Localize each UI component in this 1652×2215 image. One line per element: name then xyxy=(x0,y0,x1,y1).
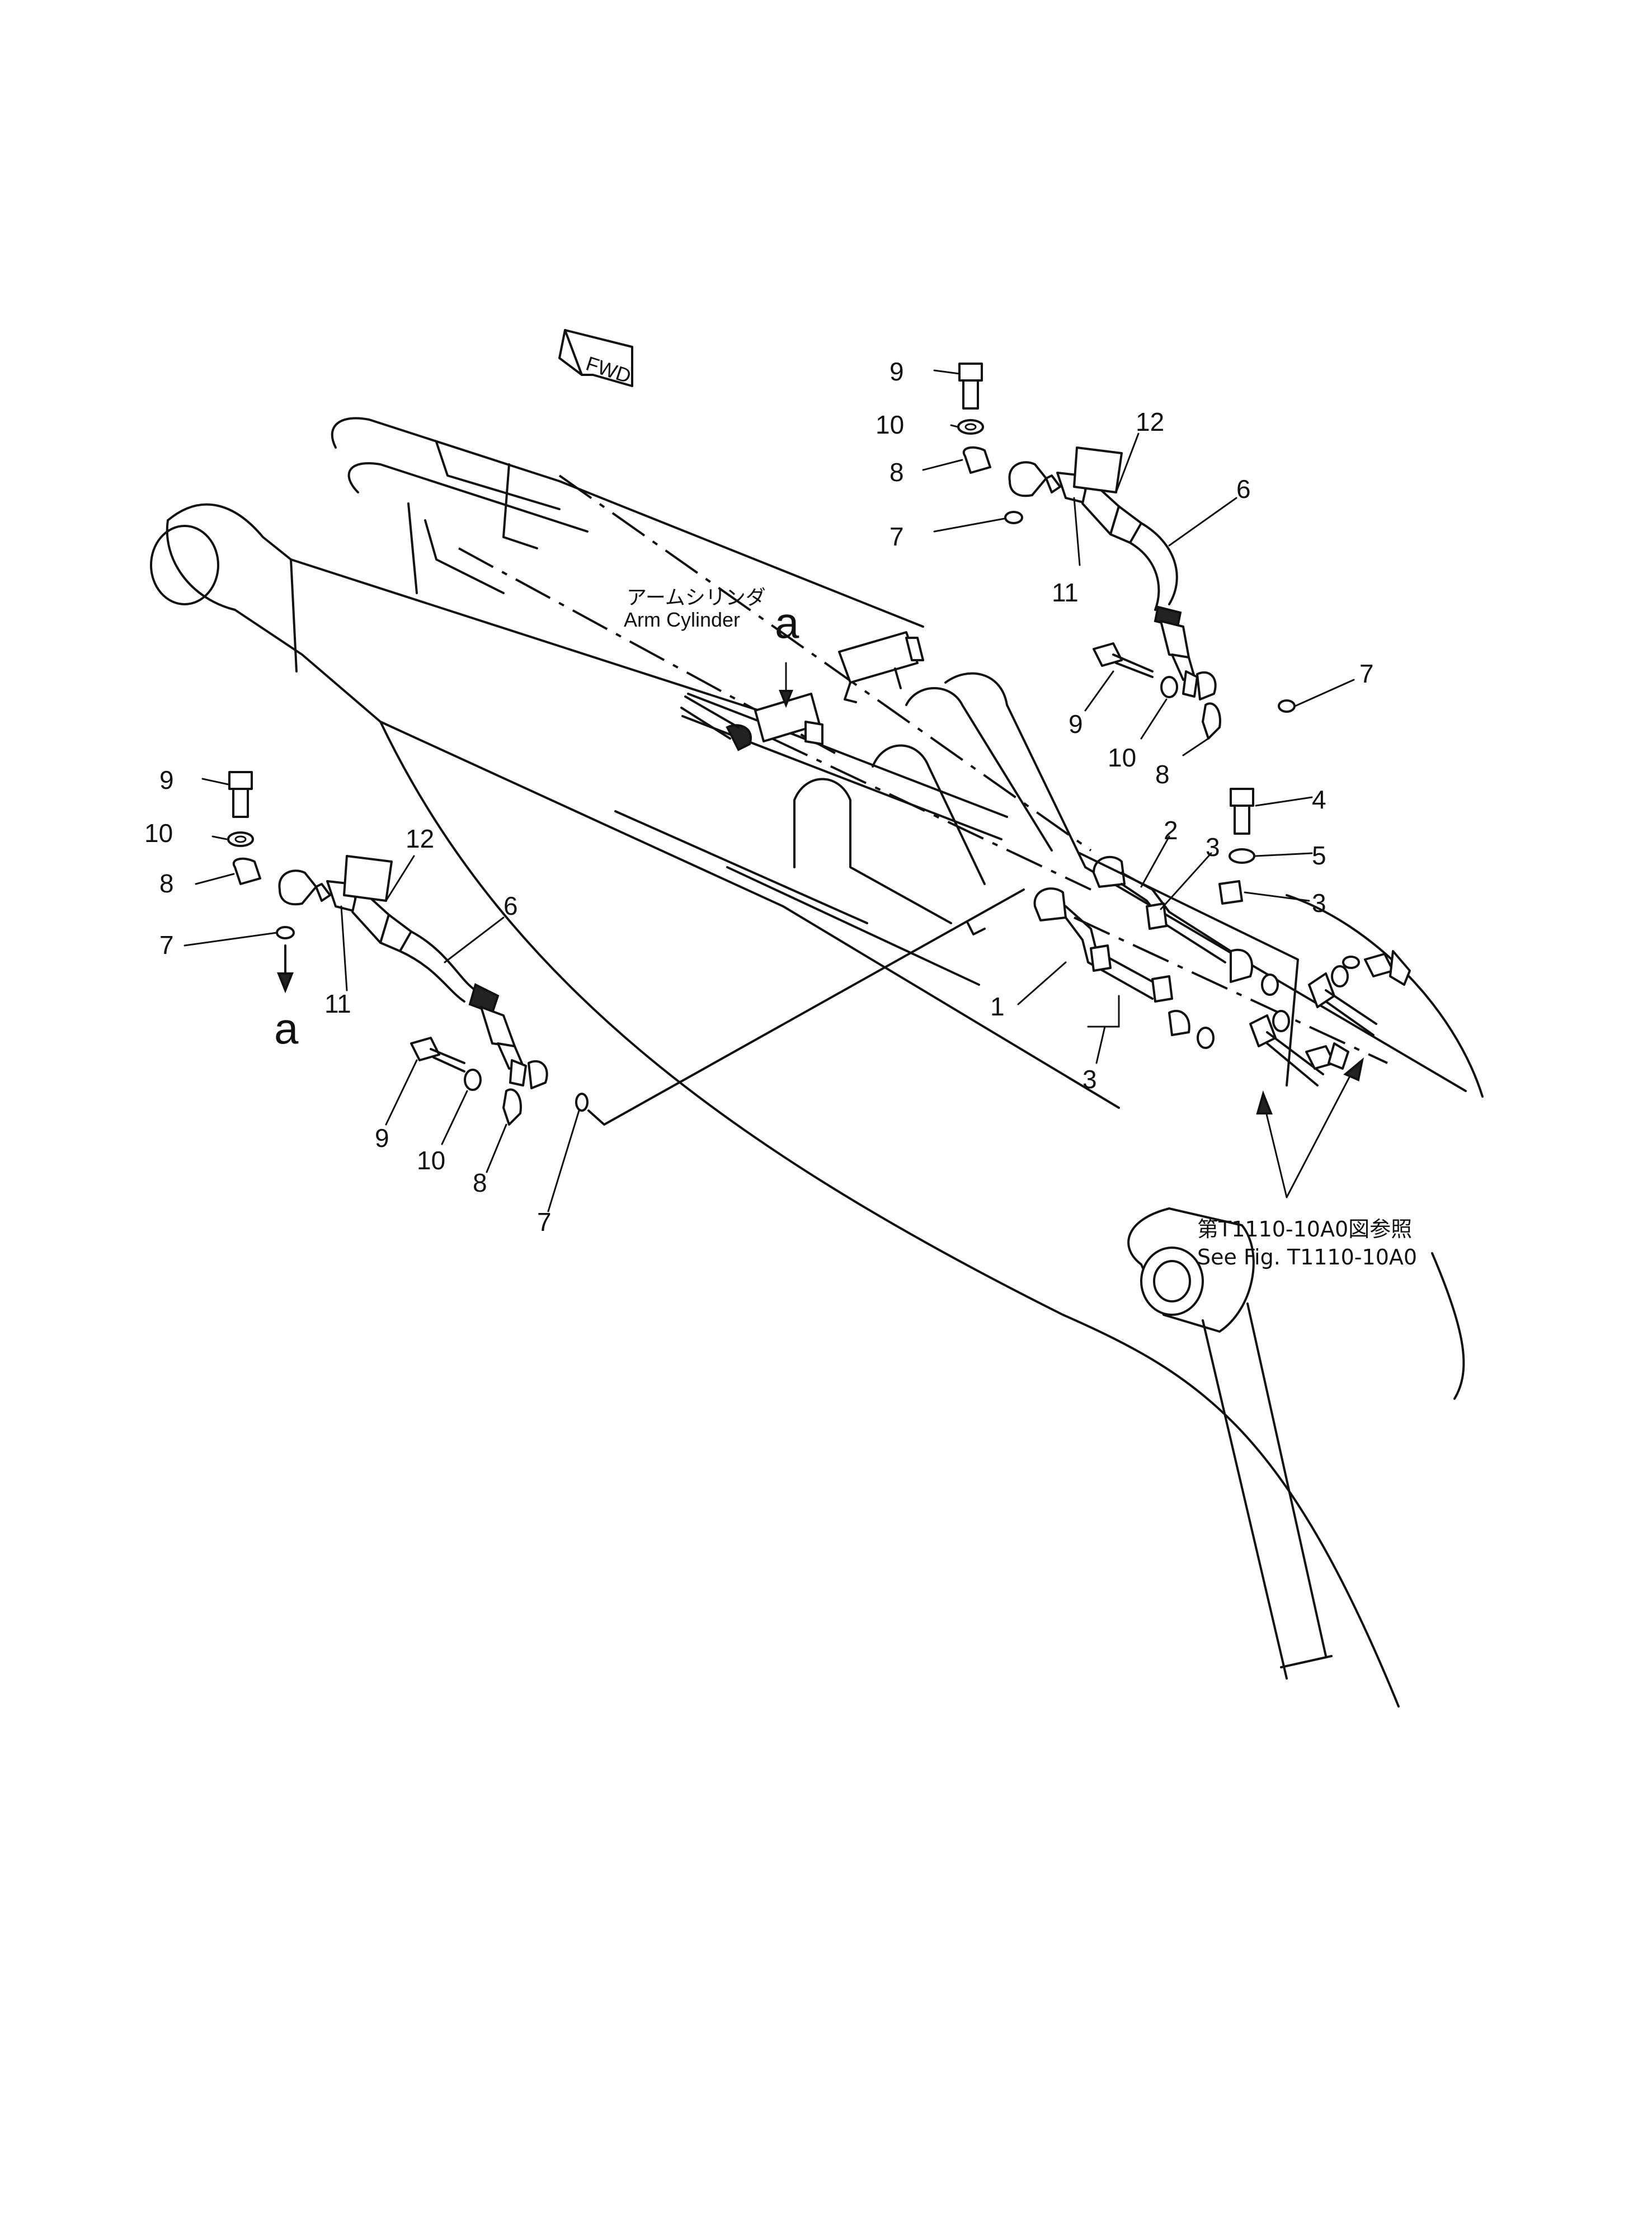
view-marker-top: a xyxy=(775,598,799,647)
arm-cylinder-label-jp: アームシリンダ xyxy=(627,586,766,609)
hose-assembly-upper xyxy=(922,363,1355,756)
callout-11: 11 xyxy=(324,989,351,1018)
callout-11: 11 xyxy=(1052,578,1079,607)
arm-structure xyxy=(150,417,1484,1708)
callout-6: 6 xyxy=(1236,474,1251,504)
callout-5: 5 xyxy=(1312,841,1326,870)
callout-9: 9 xyxy=(889,357,904,386)
callout-8: 8 xyxy=(1155,760,1170,789)
callout-6: 6 xyxy=(503,891,518,920)
callout-12: 12 xyxy=(1136,407,1164,436)
callout-10: 10 xyxy=(144,819,173,848)
callout-10: 10 xyxy=(1108,743,1136,772)
callout-2: 2 xyxy=(1164,816,1178,845)
callout-4: 4 xyxy=(1312,785,1326,814)
callout-3: 3 xyxy=(1312,888,1326,918)
callout-8: 8 xyxy=(889,458,904,487)
reference-label-jp: 第T1110-10A0図参照 xyxy=(1197,1217,1412,1241)
hose-assembly-left xyxy=(183,771,1025,1212)
callout-12: 12 xyxy=(406,824,434,853)
callout-7: 7 xyxy=(537,1207,552,1236)
bottom-pin-bracket xyxy=(1127,1207,1333,1680)
callout-8: 8 xyxy=(473,1168,487,1197)
arm-cylinder-valves xyxy=(680,631,924,751)
callout-9: 9 xyxy=(375,1123,389,1153)
reference-label-en: See Fig. T1110-10A0 xyxy=(1197,1245,1417,1269)
fwd-arrow-icon: FWD xyxy=(558,329,634,388)
view-marker-bottom: a xyxy=(274,1004,299,1053)
callout-8: 8 xyxy=(159,869,174,898)
reference-label: 第T1110-10A0図参照 See Fig. T1110-10A0 xyxy=(1197,1217,1417,1269)
callout-3: 3 xyxy=(1082,1065,1097,1094)
arm-cylinder-label-en: Arm Cylinder xyxy=(624,608,740,631)
callout-numbers: 9 10 8 7 12 6 11 9 10 8 7 4 5 3 2 3 1 3 … xyxy=(144,357,1374,1236)
arm-cylinder-label: アームシリンダ Arm Cylinder xyxy=(624,586,766,631)
callout-3: 3 xyxy=(1206,833,1220,862)
callout-7: 7 xyxy=(159,930,174,960)
callout-7: 7 xyxy=(1359,659,1374,688)
piping-assembly-right xyxy=(1017,788,1411,1198)
callout-9: 9 xyxy=(159,765,174,794)
callout-9: 9 xyxy=(1069,709,1083,739)
callout-1: 1 xyxy=(990,992,1005,1021)
callout-7: 7 xyxy=(889,522,904,551)
callout-10: 10 xyxy=(417,1146,445,1175)
callout-10: 10 xyxy=(876,410,904,439)
